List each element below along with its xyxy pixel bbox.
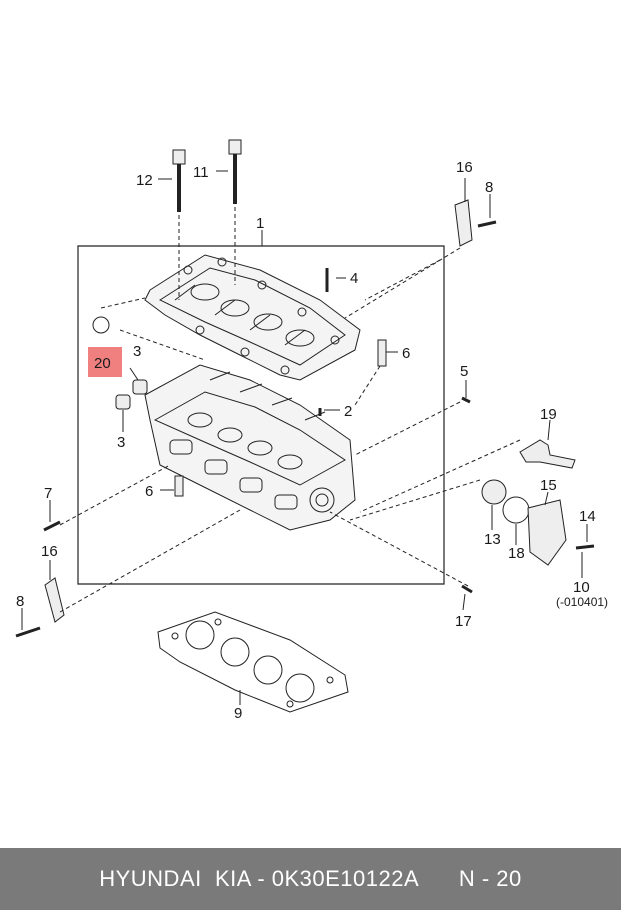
callout-3a: 3 <box>133 343 141 360</box>
callout-6b: 6 <box>145 483 153 500</box>
callout-16a: 16 <box>456 159 473 176</box>
callout-10-note: (-010401) <box>556 595 608 609</box>
callout-19: 19 <box>540 406 557 423</box>
head-bolts-drawing <box>172 139 242 300</box>
callout-18: 18 <box>508 545 525 562</box>
callout-14: 14 <box>579 508 596 525</box>
callout-12: 12 <box>136 172 153 189</box>
callout-3b: 3 <box>117 434 125 451</box>
footer-part-number: HYUNDAI KIA - 0K30E10122A <box>99 866 420 891</box>
callout-4: 4 <box>350 270 358 287</box>
callout-9: 9 <box>234 705 242 722</box>
callout-13: 13 <box>484 531 501 548</box>
callout-7: 7 <box>44 485 52 502</box>
cylinder-head-drawing <box>144 364 356 531</box>
callout-10: 10 <box>573 579 590 596</box>
callout-leaders <box>21 170 588 705</box>
callout-6a: 6 <box>402 345 410 362</box>
callout-20-highlight <box>88 347 122 377</box>
cylinder-head-cover-drawing <box>144 254 361 381</box>
callout-20: 20 <box>94 355 111 372</box>
footer-position: N - 20 <box>458 866 522 891</box>
callout-1: 1 <box>256 215 264 232</box>
callout-15: 15 <box>540 477 557 494</box>
callout-8a: 8 <box>485 179 493 196</box>
callout-11: 11 <box>193 164 209 181</box>
callout-8b: 8 <box>16 593 24 610</box>
head-gasket-drawing <box>157 611 349 713</box>
callout-16b: 16 <box>41 543 58 560</box>
parts-diagram: 1 2 3 3 4 5 6 6 7 8 8 9 10 (-010401) 11 … <box>15 139 608 722</box>
callout-2: 2 <box>344 403 352 420</box>
assembly-frame <box>77 245 445 585</box>
dashed-leaders <box>59 247 521 613</box>
footer-bar: HYUNDAI KIA - 0K30E10122A N - 20 <box>0 848 621 910</box>
callout-17: 17 <box>455 613 472 630</box>
oring-20-drawing <box>92 316 110 334</box>
footer-spacer <box>419 866 459 892</box>
callout-5: 5 <box>460 363 468 380</box>
